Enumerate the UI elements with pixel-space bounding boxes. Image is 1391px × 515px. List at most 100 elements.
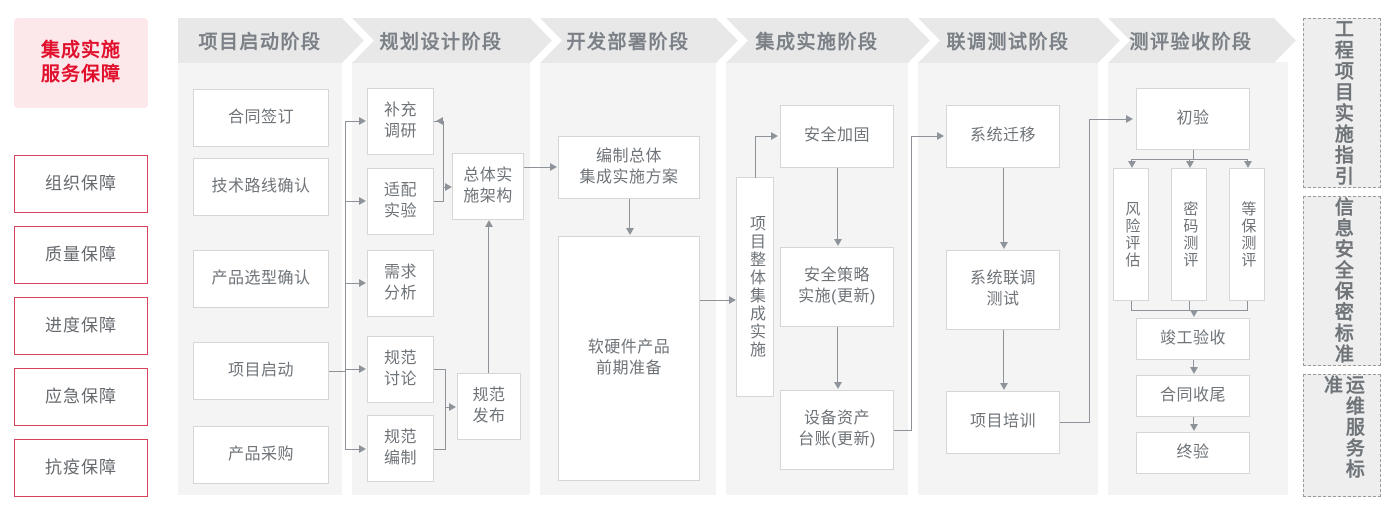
guarantee-item-label: 组织保障 — [45, 174, 117, 194]
arrow-integration-to-hardening — [771, 132, 778, 140]
node-project-kickoff[interactable]: 项目启动 — [193, 342, 329, 400]
arrow-closeout-to-final — [1190, 424, 1198, 431]
connector-kickoff-trunk-h — [329, 371, 346, 372]
node-label: 补充 调研 — [383, 101, 417, 140]
node-product-procurement[interactable]: 产品采购 — [193, 426, 329, 484]
guarantee-item-1[interactable]: 质量保障 — [14, 226, 148, 284]
node-label: 终验 — [1176, 443, 1210, 461]
phase-header-5[interactable]: 测评验收阶段 — [1108, 18, 1296, 63]
phase-header-3[interactable]: 集成实施阶段 — [726, 18, 930, 63]
node-security-policy-implementation[interactable]: 安全策略 实施(更新) — [780, 247, 894, 327]
standard-box-1[interactable]: 信息安全保密标准 — [1303, 196, 1381, 366]
connector-architecture-to-plan — [524, 167, 551, 168]
node-project-training[interactable]: 项目培训 — [946, 391, 1060, 454]
connector-merge-planning-top — [443, 121, 444, 201]
guarantee-item-3[interactable]: 应急保障 — [14, 368, 148, 426]
standard-box-label: 运维服务标准 — [1321, 375, 1364, 480]
node-completion-acceptance[interactable]: 竣工验收 — [1136, 318, 1250, 360]
arrow-architecture-feedback — [436, 117, 443, 125]
standard-box-label: 工程项目实施指引 — [1331, 19, 1353, 187]
phase-header-1[interactable]: 规划设计阶段 — [352, 18, 552, 63]
connector-mlps-down — [1247, 301, 1248, 310]
node-supplementary-research[interactable]: 补充 调研 — [367, 88, 434, 155]
connector-preparation-to-integration — [700, 300, 730, 301]
guarantee-item-2[interactable]: 进度保障 — [14, 297, 148, 355]
arrow-spec-release-to-architecture — [485, 220, 493, 227]
node-label: 等保测评 — [1239, 200, 1257, 269]
arrow-to-spec-discussion — [359, 365, 366, 373]
node-system-migration[interactable]: 系统迁移 — [946, 105, 1060, 168]
node-label: 项目整体集成实施 — [747, 215, 764, 359]
phase-header-0[interactable]: 项目启动阶段 — [178, 18, 364, 63]
arrow-preparation-to-integration — [729, 296, 736, 304]
node-security-hardening[interactable]: 安全加固 — [780, 105, 894, 168]
arrow-to-mlps-evaluation — [1244, 161, 1252, 168]
node-product-selection-confirm[interactable]: 产品选型确认 — [193, 250, 329, 308]
connector-training-up — [1089, 119, 1090, 423]
node-contract-closeout[interactable]: 合同收尾 — [1136, 375, 1250, 417]
connector-adaptation-experiment-out — [434, 201, 444, 202]
standard-box-2[interactable]: 运维服务标准 — [1303, 374, 1381, 497]
phase-header-2[interactable]: 开发部署阶段 — [540, 18, 738, 63]
node-label: 规范 编制 — [383, 428, 417, 467]
node-label: 安全策略 实施(更新) — [798, 267, 876, 305]
guarantee-item-label: 进度保障 — [45, 316, 117, 336]
phase-header-label: 规划设计阶段 — [379, 32, 503, 53]
standard-box-0[interactable]: 工程项目实施指引 — [1303, 18, 1381, 188]
connector-spec-discussion-out — [434, 369, 446, 370]
connector-ledger-to-migration — [911, 136, 937, 137]
phase-header-label: 联调测试阶段 — [946, 32, 1070, 53]
connector-merge-to-spec-release — [445, 407, 451, 408]
node-label: 产品采购 — [227, 445, 294, 463]
node-spec-discussion[interactable]: 规范 讨论 — [367, 336, 434, 403]
connector-evaluations-merge — [1131, 310, 1248, 311]
arrow-hardening-to-policy — [834, 239, 842, 246]
node-overall-project-integration[interactable]: 项目整体集成实施 — [736, 177, 774, 397]
connector-jointtest-to-training — [1003, 330, 1004, 383]
node-final-acceptance[interactable]: 终验 — [1136, 432, 1250, 474]
node-label: 项目启动 — [227, 361, 294, 379]
node-preliminary-acceptance[interactable]: 初验 — [1136, 88, 1250, 150]
node-tech-route-confirm[interactable]: 技术路线确认 — [193, 158, 329, 216]
node-label: 编制总体 集成实施方案 — [579, 147, 679, 186]
node-prepare-overall-integration-plan[interactable]: 编制总体 集成实施方案 — [558, 136, 700, 199]
guarantee-item-0[interactable]: 组织保障 — [14, 155, 148, 213]
node-system-joint-debug-test[interactable]: 系统联调 测试 — [946, 250, 1060, 330]
arrow-to-risk-assessment — [1128, 161, 1136, 168]
node-mlps-evaluation[interactable]: 等保测评 — [1229, 168, 1265, 301]
title-box-integration-service-guarantee: 集成实施 服务保障 — [14, 18, 148, 108]
node-spec-release[interactable]: 规范 发布 — [457, 373, 521, 440]
arrow-to-spec-release — [449, 403, 456, 411]
arrow-migration-to-jointtest — [1000, 242, 1008, 249]
node-hw-sw-preparation[interactable]: 软硬件产品 前期准备 — [558, 236, 700, 481]
arrow-to-cryptography-evaluation — [1186, 161, 1194, 168]
guarantee-item-label: 抗疫保障 — [45, 458, 117, 478]
node-spec-drafting[interactable]: 规范 编制 — [367, 415, 434, 482]
node-contract-signing[interactable]: 合同签订 — [193, 89, 329, 147]
node-overall-implementation-architecture[interactable]: 总体实 施架构 — [452, 153, 524, 220]
node-risk-assessment[interactable]: 风险评估 — [1113, 168, 1149, 301]
node-cryptography-evaluation[interactable]: 密码测评 — [1171, 168, 1207, 301]
node-label: 技术路线确认 — [211, 177, 311, 195]
connector-plan-to-preparation — [629, 199, 630, 229]
node-label: 系统联调 测试 — [969, 270, 1036, 308]
node-label: 软硬件产品 前期准备 — [587, 338, 671, 377]
node-label: 规范 发布 — [472, 386, 506, 425]
node-requirement-analysis[interactable]: 需求 分析 — [367, 250, 434, 317]
node-equipment-asset-ledger[interactable]: 设备资产 台账(更新) — [780, 390, 894, 470]
connector-preliminary-down — [1193, 150, 1194, 159]
connector-branch-to-requirement-analysis — [345, 283, 360, 284]
node-label: 系统迁移 — [969, 127, 1036, 145]
arrow-to-completion-acceptance — [1190, 310, 1198, 317]
node-label: 总体实 施架构 — [463, 166, 513, 205]
phase-header-4[interactable]: 联调测试阶段 — [918, 18, 1120, 63]
node-adaptation-experiment[interactable]: 适配 实验 — [367, 168, 434, 235]
arrow-architecture-to-plan — [550, 163, 557, 171]
guarantee-item-4[interactable]: 抗疫保障 — [14, 439, 148, 497]
node-label: 密码测评 — [1181, 200, 1199, 269]
connector-crypto-down — [1189, 301, 1190, 310]
arrow-to-adaptation-experiment — [359, 197, 366, 205]
connector-policy-to-ledger — [837, 327, 838, 382]
guarantee-item-label: 质量保障 — [45, 245, 117, 265]
connector-training-to-preliminary — [1089, 119, 1127, 120]
